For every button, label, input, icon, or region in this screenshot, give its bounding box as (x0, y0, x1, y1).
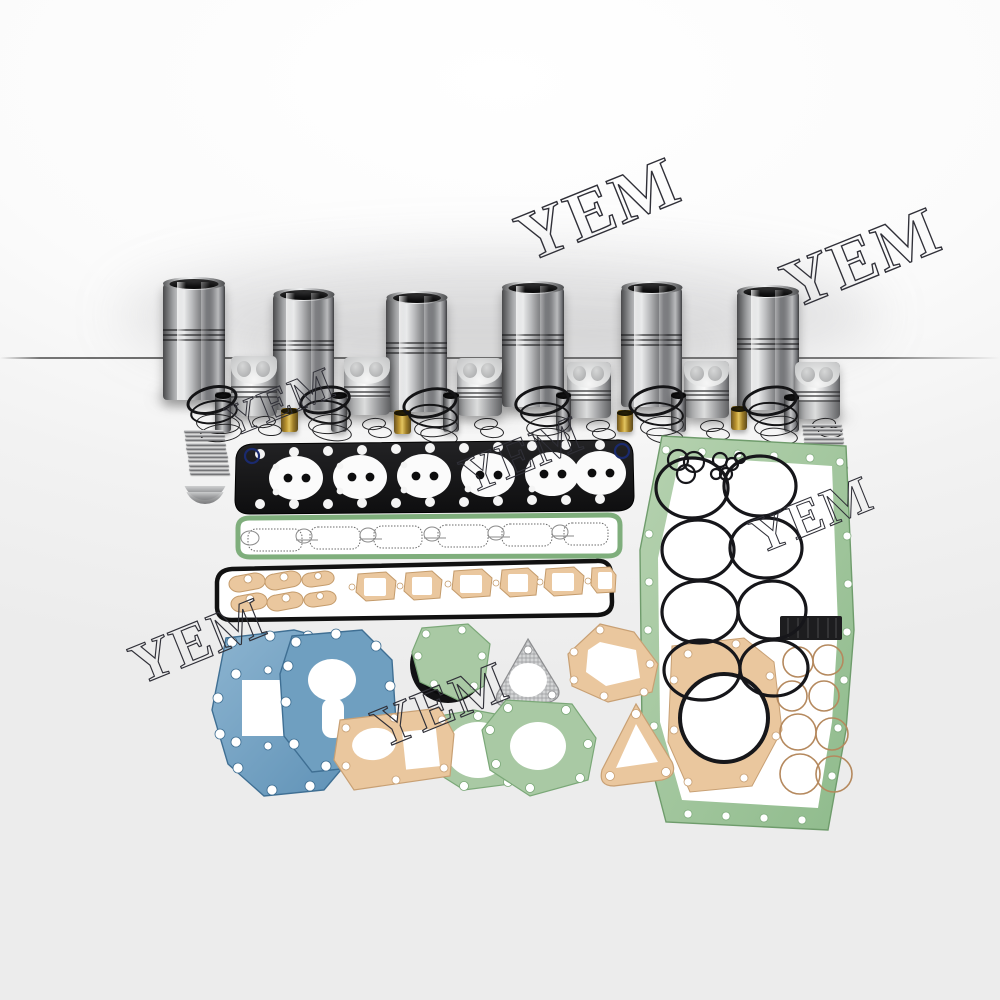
piston (344, 357, 390, 415)
manifold-gasket (234, 512, 624, 560)
cylinder-liner (386, 291, 447, 412)
bearing-shell-stack (182, 430, 231, 504)
wrist-pin (443, 392, 459, 432)
wrist-pin (784, 394, 799, 432)
rod-bushing (731, 406, 747, 430)
cylinder-liner (737, 285, 799, 410)
accessory-gasket-tan-small (594, 700, 680, 794)
wrist-pin (556, 392, 571, 432)
piston (567, 362, 611, 418)
head-gasket (230, 434, 638, 520)
rod-bushing (617, 410, 633, 432)
wrist-pin (215, 392, 231, 432)
rod-bushing (281, 408, 298, 432)
side-cover-gasket-tan (330, 700, 460, 800)
cylinder-liner (502, 281, 564, 407)
wrist-pin (671, 392, 686, 432)
piston (457, 358, 502, 416)
thermostat-housing-gasket-tan (560, 620, 668, 710)
cylinder-liner (621, 281, 682, 407)
piston (684, 361, 729, 418)
wrist-pin (331, 392, 347, 432)
oil-pump-gasket-green (476, 694, 604, 804)
rod-bushing (394, 410, 411, 434)
oil-pan-gasket-sheet (632, 430, 864, 840)
valve-cover-gasket (212, 556, 618, 626)
cylinder-liner (163, 277, 225, 400)
cylinder-liner (273, 288, 334, 410)
piston (795, 362, 840, 419)
piston (231, 356, 277, 416)
